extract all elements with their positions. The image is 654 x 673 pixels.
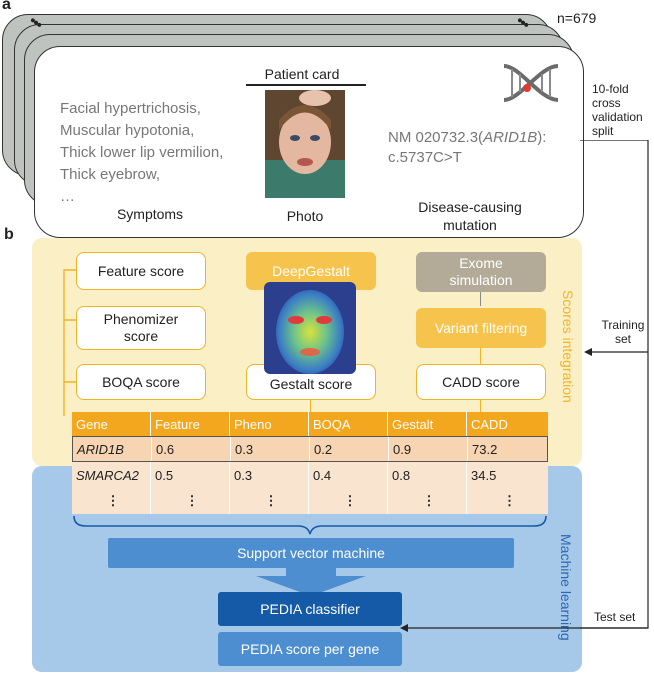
boqa-score-box: BOQA score xyxy=(76,364,206,400)
table-cell: 0.2 xyxy=(309,437,388,461)
mutation-label-line2: mutation xyxy=(443,217,497,233)
cv-line: cross xyxy=(592,96,621,110)
table-cell: 73.2 xyxy=(467,437,547,461)
symptom-item: Muscular hypotonia, xyxy=(60,122,195,139)
photo-label: Photo xyxy=(286,208,324,224)
table-cell: 0.4 xyxy=(308,462,387,488)
table-cell: 0.9 xyxy=(388,437,467,461)
table-brace xyxy=(73,515,547,535)
mutation-text: NM 020732.3(ARID1B): c.5737C>T xyxy=(388,128,546,168)
test-set-arrow xyxy=(400,624,648,632)
symptoms-label: Symptoms xyxy=(116,206,184,222)
patient-card-title: Patient card xyxy=(264,66,340,82)
table-header-cell: Feature xyxy=(150,412,229,436)
symptom-item: Thick eyebrow, xyxy=(60,166,161,183)
table-cell: 0.5 xyxy=(150,462,229,488)
feature-score-box: Feature score xyxy=(76,252,206,290)
table-header-cell: Gestalt xyxy=(387,412,466,436)
cv-line: validation xyxy=(592,110,643,124)
cv-line: split xyxy=(592,124,614,138)
training-line1: Training xyxy=(601,318,645,332)
cv-connector-lines xyxy=(580,140,649,629)
exome-arrow xyxy=(480,292,482,306)
training-set-label: Training set xyxy=(594,318,652,346)
training-line2: set xyxy=(614,332,631,346)
phenomizer-line2: score xyxy=(123,328,159,344)
table-cell: ⋮ xyxy=(308,488,387,514)
symptom-item: … xyxy=(60,188,75,205)
scores-integration-label: Scores integration xyxy=(560,290,576,403)
score-bracket xyxy=(63,269,76,416)
exome-simulation-box: Exome simulation xyxy=(416,252,546,292)
mutation-label-line1: Disease-causing xyxy=(418,199,522,215)
variant-arrow xyxy=(480,348,482,364)
exome-line1: Exome xyxy=(459,255,503,271)
panel-b-letter: b xyxy=(4,226,14,243)
svm-down-arrow xyxy=(256,566,366,596)
mutation-label: Disease-causing mutation xyxy=(410,198,530,234)
cv-split-label: 10-fold cross validation split xyxy=(592,82,654,138)
table-cell: ⋮ xyxy=(229,488,308,514)
table-cell: ⋮ xyxy=(106,493,120,508)
table-header: Gene Feature Pheno BOQA Gestalt CADD xyxy=(72,412,548,436)
exome-line2: simulation xyxy=(449,272,513,288)
table-cell: 0.3 xyxy=(230,437,309,461)
gestalt-heatmap-face xyxy=(264,282,356,374)
table-header-cell: Gene xyxy=(72,412,150,436)
svm-bar: Support vector machine xyxy=(108,538,514,568)
table-cell: SMARCA2 xyxy=(76,467,139,483)
table-cell: ARID1B xyxy=(77,441,124,457)
mutation-suffix: ): xyxy=(537,129,547,146)
symptoms-list: Facial hypertrichosis, Muscular hypotoni… xyxy=(60,98,260,208)
patient-card-underline xyxy=(246,84,366,86)
variant-filtering-box: Variant filtering xyxy=(416,308,546,348)
test-set-label: Test set xyxy=(594,610,636,624)
table-header-cell: Pheno xyxy=(229,412,308,436)
mutation-prefix: NM 020732.3( xyxy=(388,129,484,146)
gestalt-connector xyxy=(310,400,312,412)
table-row: ⋮ ⋮ ⋮ ⋮ ⋮ ⋮ xyxy=(72,488,548,514)
mutation-gene: ARID1B xyxy=(483,129,538,146)
patient-count: n=679 xyxy=(557,10,597,26)
score-table: Gene Feature Pheno BOQA Gestalt CADD ARI… xyxy=(72,412,548,514)
cadd-connector xyxy=(480,400,482,412)
table-row: SMARCA2 0.5 0.3 0.4 0.8 34.5 xyxy=(72,462,548,488)
table-cell: 0.8 xyxy=(387,462,466,488)
table-cell: ⋮ xyxy=(466,488,548,514)
ml-line1: Machine xyxy=(558,534,574,587)
table-cell: ⋮ xyxy=(387,488,466,514)
table-header-cell: BOQA xyxy=(308,412,387,436)
cadd-score-box: CADD score xyxy=(416,364,546,400)
table-cell: 0.6 xyxy=(151,437,230,461)
table-cell: 0.3 xyxy=(229,462,308,488)
cv-line: 10-fold xyxy=(592,82,629,96)
table-cell: ⋮ xyxy=(150,488,229,514)
panel-a-letter: a xyxy=(2,0,11,13)
patient-photo xyxy=(265,90,345,198)
table-header-cell: CADD xyxy=(466,412,548,436)
pedia-score-box: PEDIA score per gene xyxy=(218,632,402,666)
mutation-cdna: c.5737C>T xyxy=(388,149,462,166)
symptom-item: Facial hypertrichosis, xyxy=(60,100,201,117)
symptom-item: Thick lower lip vermilion, xyxy=(60,144,224,161)
table-cell: 34.5 xyxy=(466,462,548,488)
dna-icon xyxy=(500,58,562,108)
table-row: ARID1B 0.6 0.3 0.2 0.9 73.2 xyxy=(72,436,548,462)
pedia-classifier-box: PEDIA classifier xyxy=(218,592,402,626)
phenomizer-score-box: Phenomizer score xyxy=(76,306,206,350)
phenomizer-line1: Phenomizer xyxy=(103,311,179,327)
